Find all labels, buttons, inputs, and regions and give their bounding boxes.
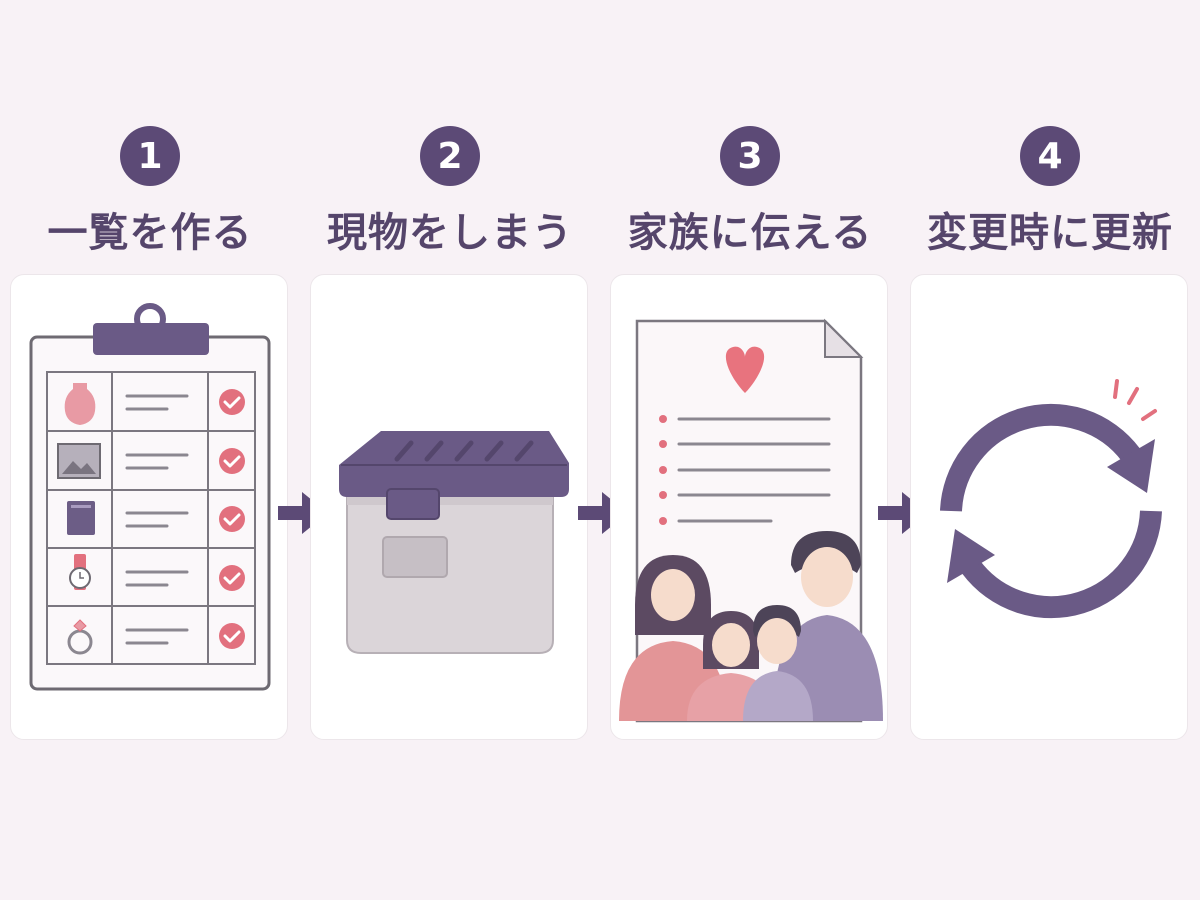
check-icons [219, 389, 245, 649]
arrow-right-icon [878, 492, 928, 534]
step-title: 一覧を作る [47, 210, 253, 256]
step-card [610, 274, 888, 740]
step-number-badge: 1 [120, 126, 180, 186]
family-letter-icon [619, 318, 883, 723]
step-card [910, 274, 1188, 740]
arrow-right-icon [278, 492, 328, 534]
step-number-badge: 2 [420, 126, 480, 186]
step-card [310, 274, 588, 740]
step-number-badge: 4 [1020, 126, 1080, 186]
step-title: 変更時に更新 [927, 210, 1173, 256]
step-number-badge: 3 [720, 126, 780, 186]
storage-box-icon [339, 431, 569, 654]
step-title: 家族に伝える [627, 210, 873, 256]
arrow-right-icon [578, 492, 628, 534]
step-title: 現物をしまう [327, 210, 573, 256]
refresh-cycle-icon [940, 379, 1162, 619]
clipboard-checklist-icon [29, 303, 271, 691]
step-card [10, 274, 288, 740]
